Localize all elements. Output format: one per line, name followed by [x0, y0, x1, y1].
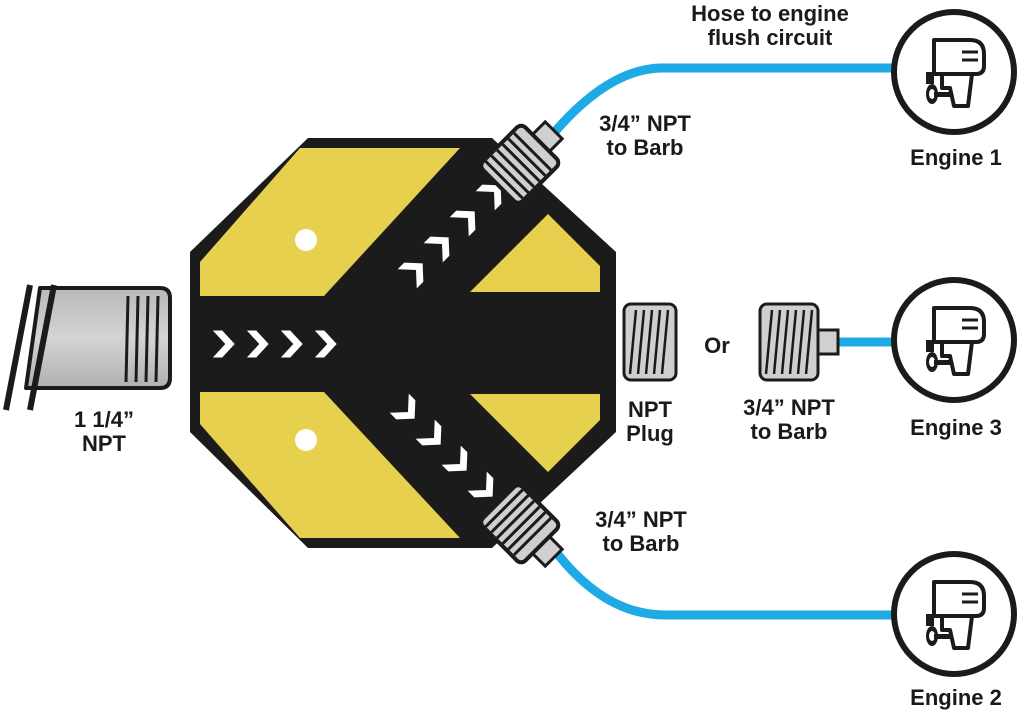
hose-engine-1 — [543, 63, 905, 145]
barb-top-label: 3/4” NPT to Barb — [599, 111, 691, 160]
engine-2-icon — [891, 551, 1017, 677]
npt-plug — [622, 302, 678, 382]
npt-plug-label: NPT Plug — [626, 397, 674, 446]
manifold-body — [190, 138, 616, 548]
hose-engine-2 — [551, 547, 905, 620]
engine-2-label: Engine 2 — [910, 685, 1002, 710]
engine-1-label: Engine 1 — [910, 145, 1002, 170]
barb-fitting-middle — [758, 302, 840, 382]
inlet-label: 1 1/4” NPT — [74, 407, 134, 456]
engine-3-icon — [891, 277, 1017, 403]
or-label: Or — [704, 333, 730, 358]
inlet-pipe — [0, 282, 172, 411]
engine-3-label: Engine 3 — [910, 415, 1002, 440]
barb-fitting-top — [479, 119, 565, 205]
barb-middle-label: 3/4” NPT to Barb — [743, 395, 835, 444]
hose-to-engine-label: Hose to engine flush circuit — [691, 1, 849, 50]
engine-1-icon — [891, 9, 1017, 135]
barb-bottom-label: 3/4” NPT to Barb — [595, 507, 687, 556]
barb-fitting-bottom — [479, 483, 565, 569]
